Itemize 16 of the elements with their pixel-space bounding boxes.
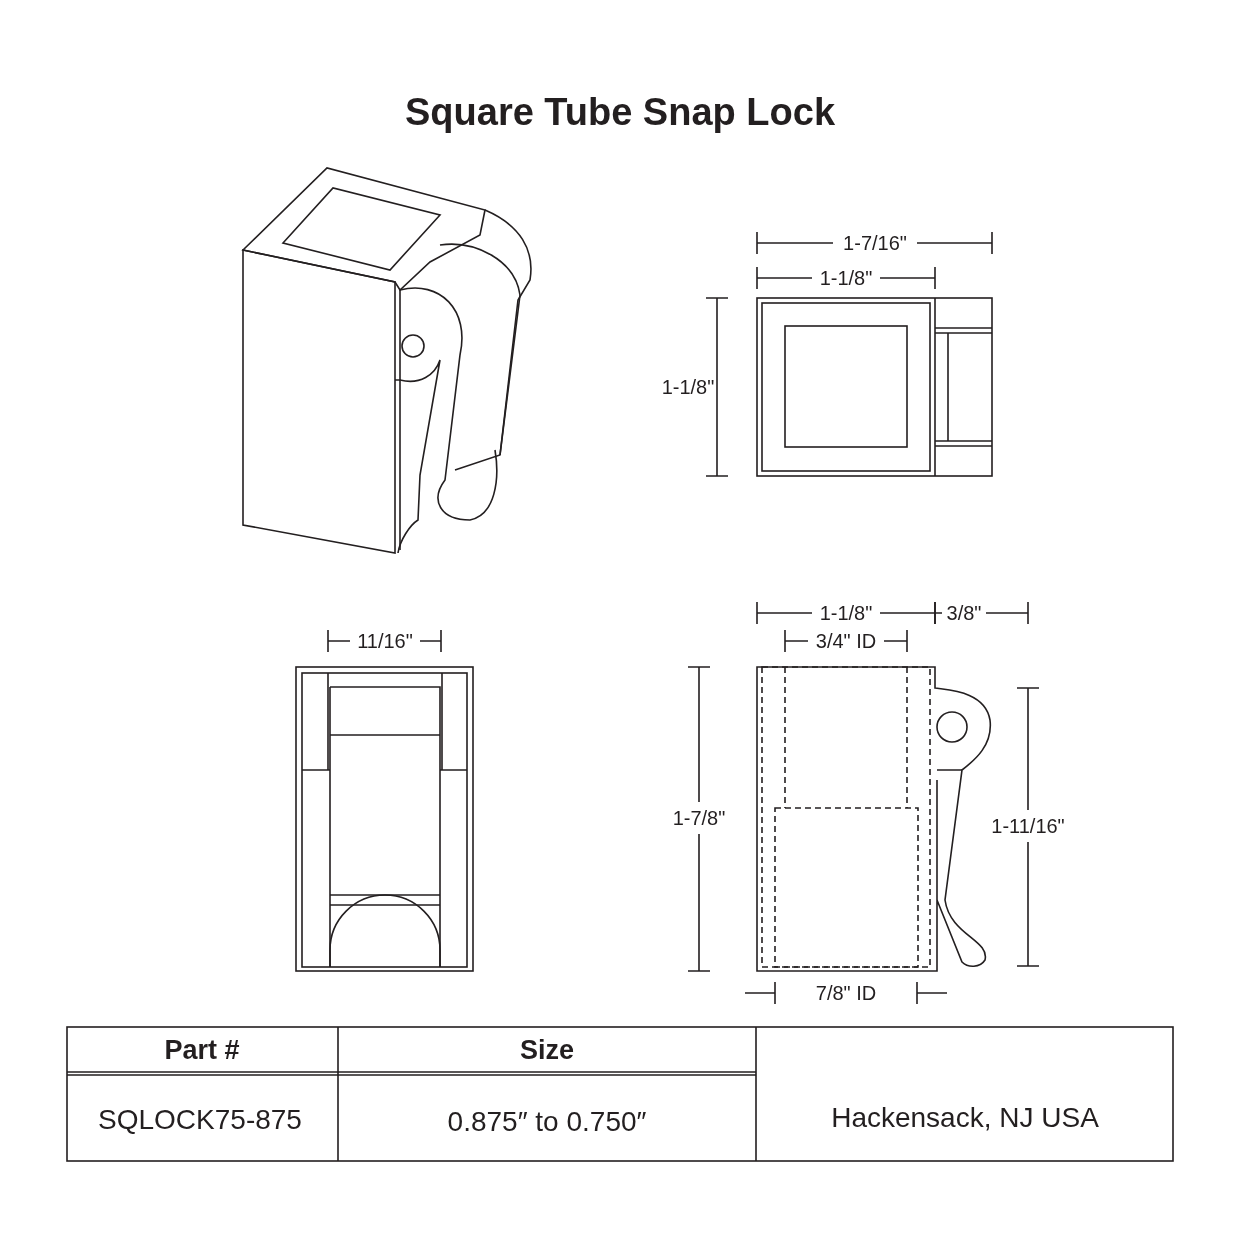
dimension-label: 3/8" [946,603,982,623]
dimension-label: 1-7/8" [672,808,726,828]
table-header: Size [520,1036,574,1064]
dimension-label: 7/8" ID [815,983,877,1003]
dimension-label: 11/16" [357,631,413,651]
dimension-label: 1-1/8" [661,377,715,397]
dimension-label: 3/4" ID [815,631,877,651]
table-header: Part # [164,1036,240,1064]
table-cell: 0.875″ to 0.750″ [447,1108,647,1136]
drawing-title: Square Tube Snap Lock [405,93,835,131]
dimension-label: 1-11/16" [991,816,1065,836]
dimension-label: 1-1/8" [819,268,873,288]
address-text: Hackensack, NJ USA [831,1104,1099,1132]
dimension-label: 1-7/16" [843,233,907,253]
table-cell: SQLOCK75-875 [98,1106,302,1134]
dimension-label: 1-1/8" [819,603,873,623]
